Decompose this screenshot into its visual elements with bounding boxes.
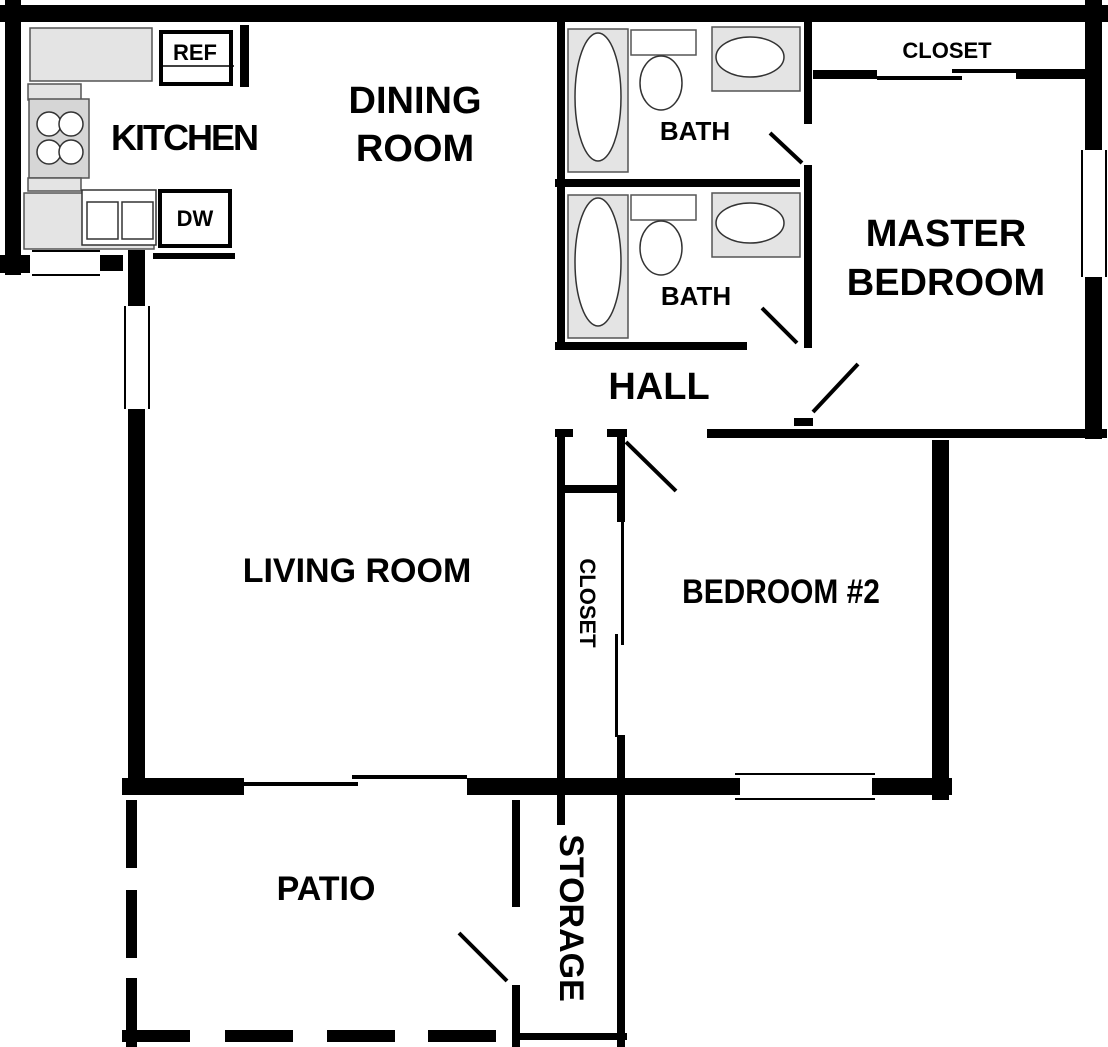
- label-master-closet: CLOSET: [902, 38, 992, 63]
- label-living-room: LIVING ROOM: [243, 552, 472, 590]
- kitchen-fixtures: REF DW: [23, 27, 234, 250]
- toilet-bowl-icon: [639, 55, 683, 111]
- dishwasher: [158, 189, 232, 248]
- bath-fixtures-upper: [567, 26, 801, 173]
- label-master-line1: MASTER: [866, 213, 1026, 255]
- counter-top: [29, 27, 153, 82]
- toilet-tank-icon: [630, 29, 697, 56]
- windows: [32, 150, 1107, 800]
- label-master-line2: BEDROOM: [847, 262, 1045, 304]
- label-kitchen: KITCHEN: [111, 117, 257, 158]
- toilet-tank-icon: [630, 194, 697, 221]
- stove-burners-icon: [36, 111, 84, 165]
- label-bath-lower: BATH: [661, 281, 731, 311]
- bath-fixtures-lower: [567, 192, 801, 339]
- toilet-bowl-icon: [639, 220, 683, 276]
- refrigerator: [159, 30, 233, 86]
- ref-label: REF: [173, 40, 217, 65]
- label-bedroom-2: BEDROOM #2: [682, 572, 880, 610]
- doors: [457, 131, 860, 983]
- label-hall: HALL: [608, 366, 709, 408]
- label-bath-upper: BATH: [660, 116, 730, 146]
- sink-basin-right-icon: [121, 201, 154, 240]
- label-dining-line2: ROOM: [356, 128, 474, 170]
- label-patio: PATIO: [277, 870, 376, 908]
- label-storage: STORAGE: [552, 834, 590, 1002]
- label-dining-line1: DINING: [349, 80, 482, 122]
- room-labels: KITCHEN DINING ROOM BATH BATH CLOSET MAS…: [111, 38, 1045, 1002]
- dw-label: DW: [177, 206, 214, 231]
- label-closet-vertical: CLOSET: [575, 558, 600, 648]
- counter-side: [27, 83, 82, 101]
- stove: [28, 98, 90, 179]
- sink-basin-left-icon: [86, 201, 119, 240]
